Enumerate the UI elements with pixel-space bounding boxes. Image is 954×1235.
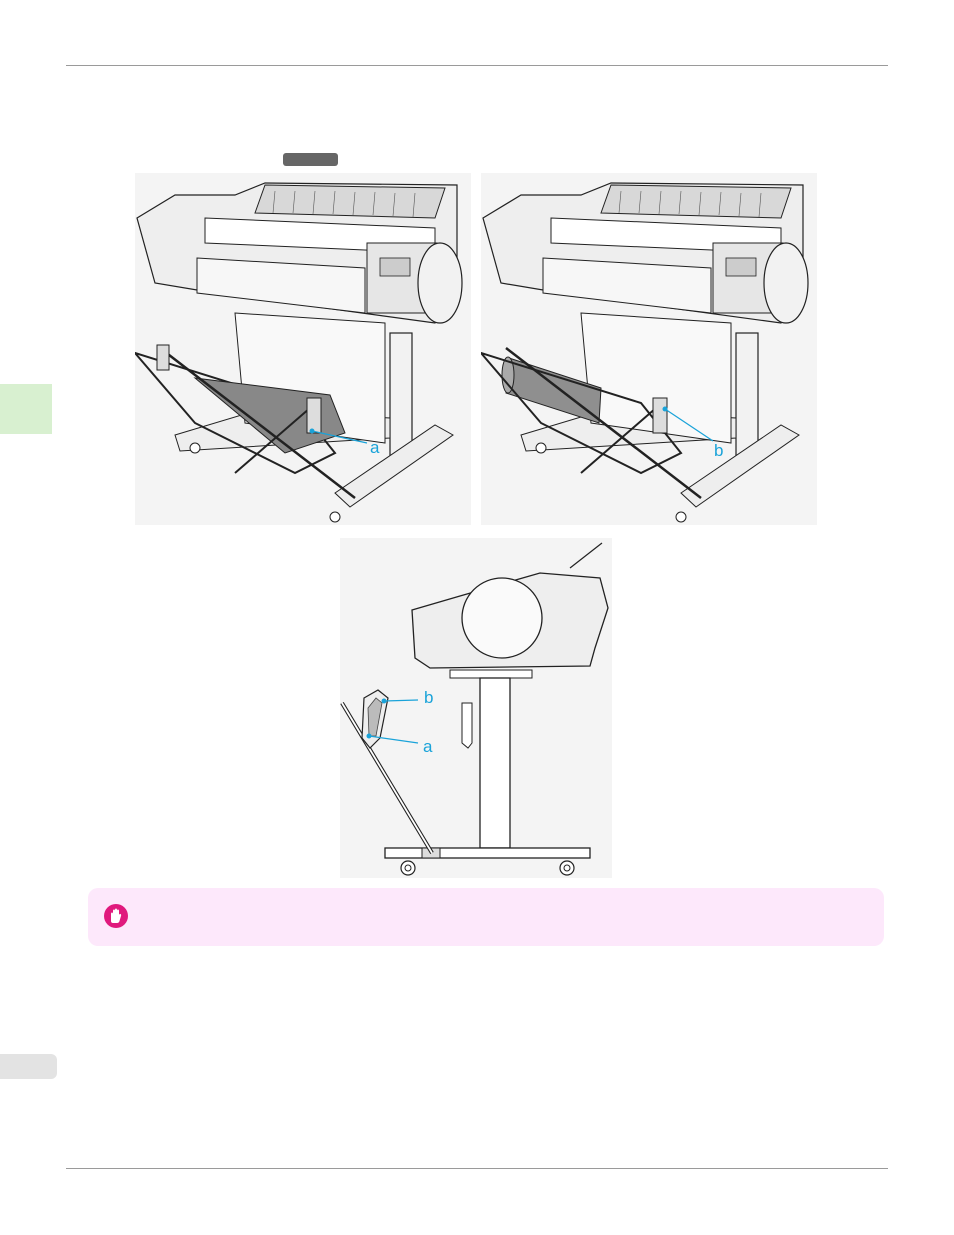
printer-side-view-figure (340, 538, 612, 878)
chapter-tab (0, 384, 52, 434)
printer-figure-basket-b (481, 173, 817, 525)
header-rule (66, 65, 888, 66)
model-badge (283, 153, 338, 166)
printer-figure-basket-a (135, 173, 471, 525)
callout-a-top-left: a (370, 439, 379, 456)
footer-rule (66, 1168, 888, 1169)
callout-a-side-view: a (423, 738, 432, 755)
callout-b-side-view: b (424, 689, 433, 706)
callout-b-top-right: b (714, 442, 723, 459)
important-hand-icon (104, 904, 128, 928)
important-note-box (88, 888, 884, 946)
page-number-tab (0, 1054, 57, 1079)
